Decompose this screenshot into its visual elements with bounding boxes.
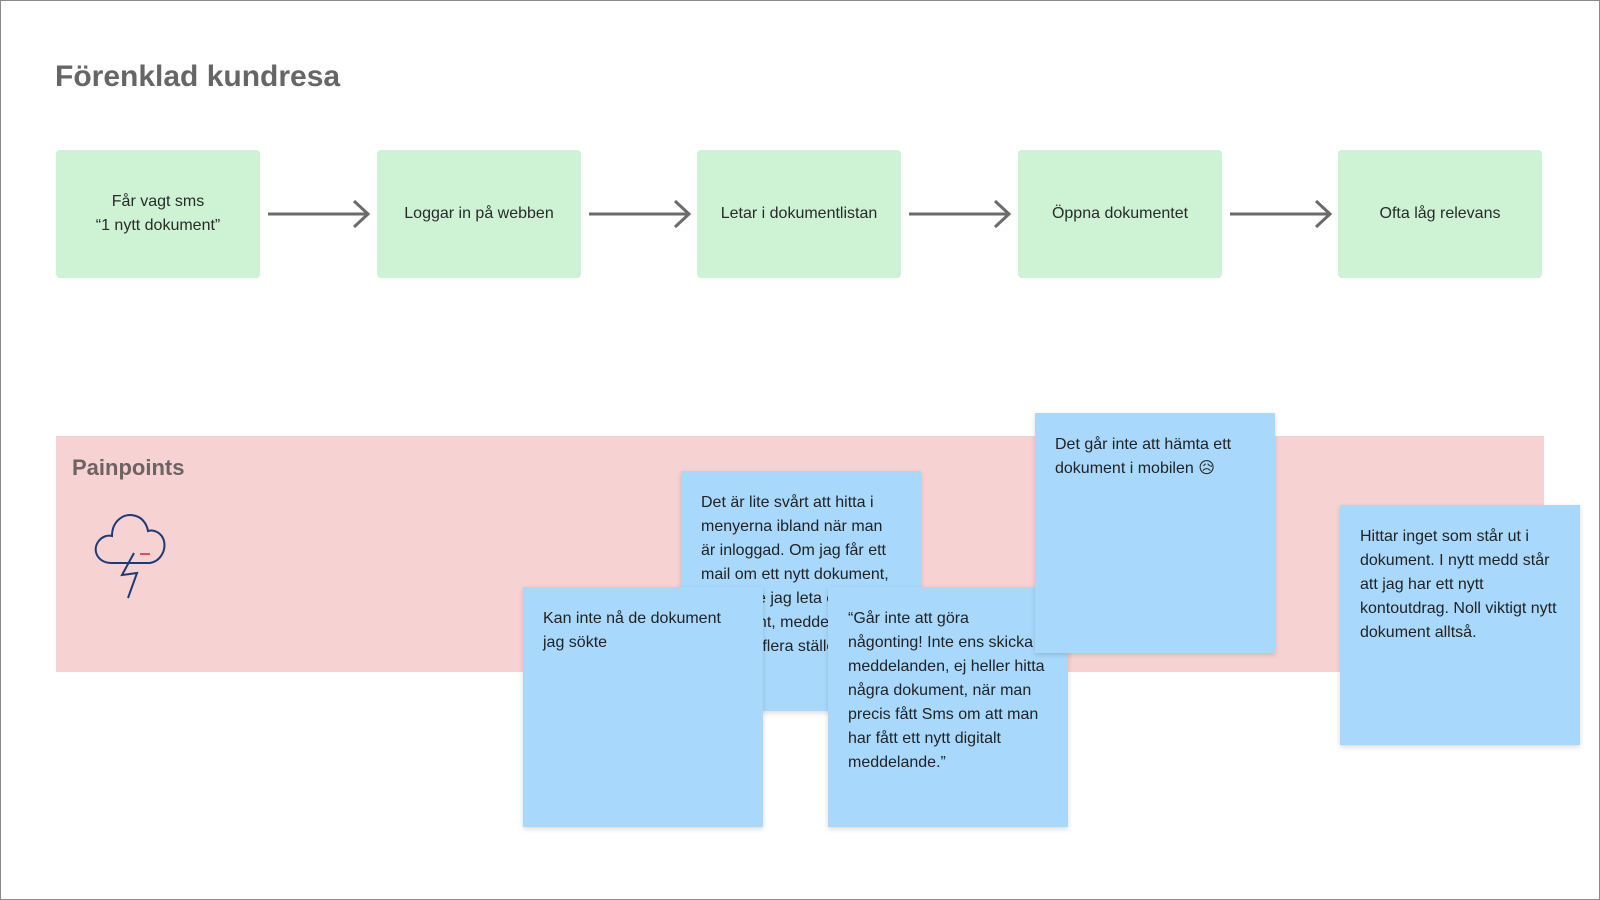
journey-step-label: Får vagt sms <box>111 193 205 210</box>
arrow-right-icon <box>909 199 1012 229</box>
sticky-note-text: Kan inte nå de dokument jag sökte <box>543 610 721 651</box>
sticky-note[interactable]: Hittar inget som står ut i dokument. I n… <box>1340 505 1580 745</box>
arrow-right-icon <box>589 199 692 229</box>
sticky-note-text: Det går inte att hämta ett dokument i mo… <box>1055 436 1232 477</box>
sticky-note[interactable]: Kan inte nå de dokument jag sökte <box>523 587 763 827</box>
journey-step-3[interactable]: Letar i dokumentlistan <box>697 150 901 278</box>
sticky-note[interactable]: “Går inte att göra någonting! Inte ens s… <box>828 587 1068 827</box>
journey-step-label: “1 nytt dokument” <box>95 217 221 234</box>
arrow-right-icon <box>268 199 371 229</box>
storm-cloud-icon <box>94 514 166 599</box>
painpoints-title: Painpoints <box>72 455 185 480</box>
journey-step-1[interactable]: Får vagt sms “1 nytt dokument” <box>56 150 260 278</box>
journey-step-5[interactable]: Ofta låg relevans <box>1338 150 1542 278</box>
page-title: Förenklad kundresa <box>55 60 341 93</box>
sticky-note-text: Hittar inget som står ut i dokument. I n… <box>1360 528 1557 641</box>
journey-step-label: Loggar in på webben <box>404 205 554 222</box>
arrow-right-icon <box>1230 199 1333 229</box>
journey-step-label: Öppna dokumentet <box>1051 205 1189 222</box>
sticky-note[interactable]: Det går inte att hämta ett dokument i mo… <box>1035 413 1275 653</box>
journey-step-4[interactable]: Öppna dokumentet <box>1018 150 1222 278</box>
journey-step-2[interactable]: Loggar in på webben <box>377 150 581 278</box>
sticky-note-text: “Går inte att göra någonting! Inte ens s… <box>848 610 1045 771</box>
journey-step-label: Ofta låg relevans <box>1379 205 1501 222</box>
journey-step-label: Letar i dokumentlistan <box>720 205 878 222</box>
